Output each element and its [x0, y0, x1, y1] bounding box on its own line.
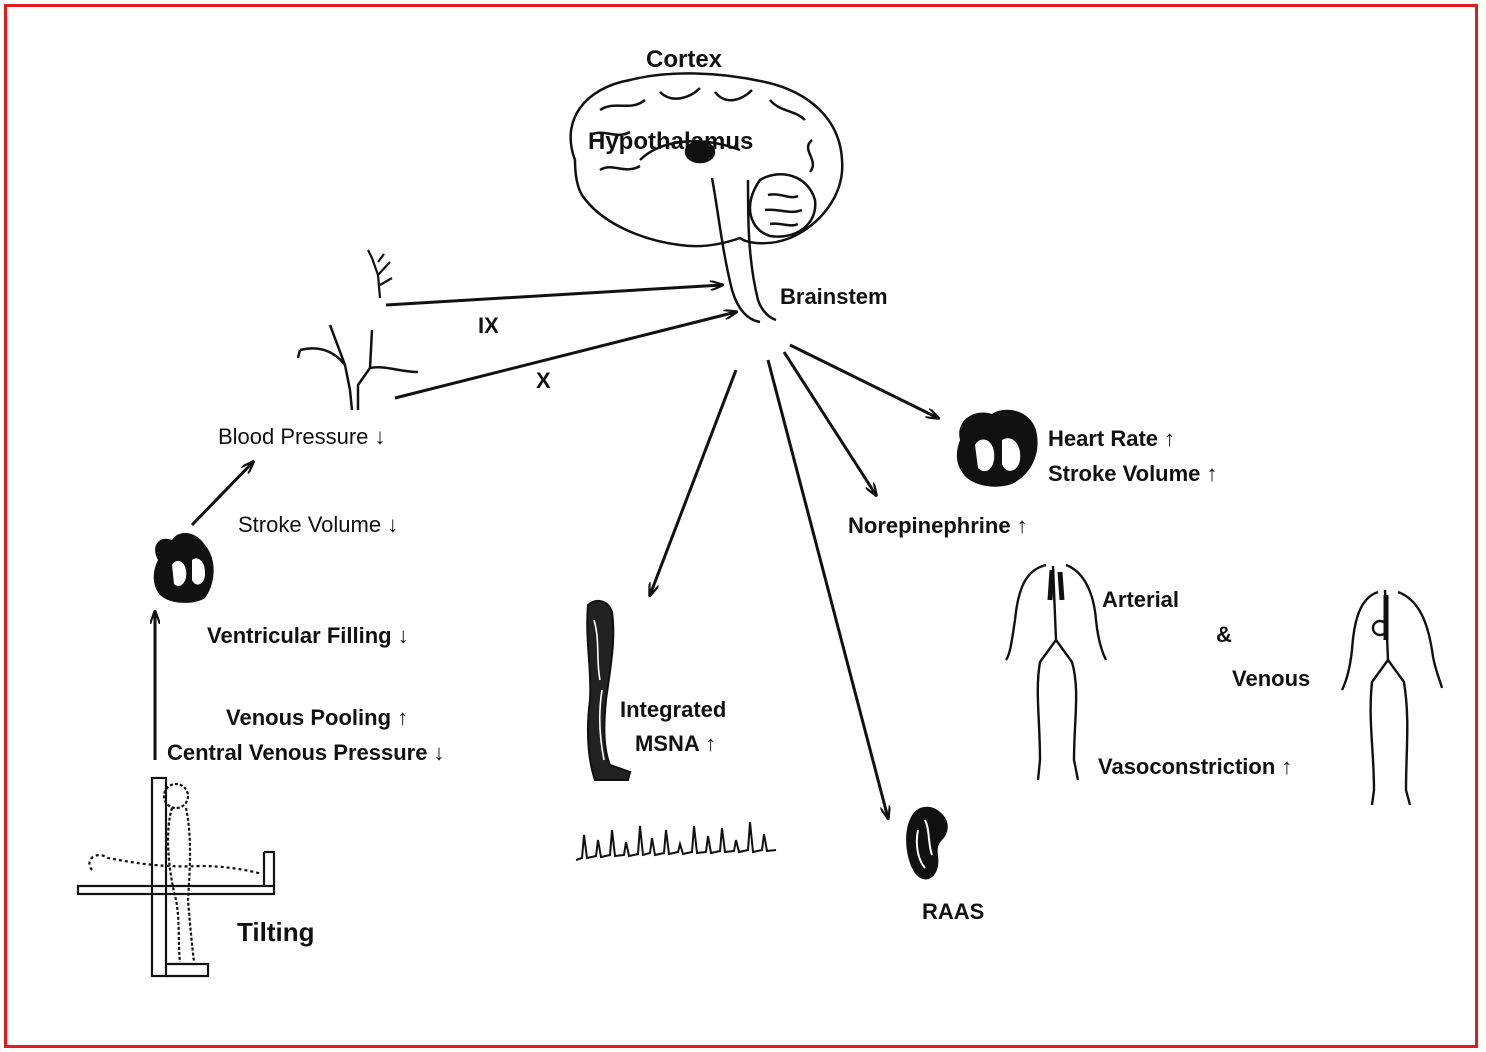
label-ventricular-filling: Ventricular Filling ↓	[207, 625, 409, 647]
label-msna: MSNA ↑	[635, 733, 716, 755]
label-hypothalamus: Hypothalamus	[588, 130, 753, 154]
label-norepinephrine: Norepinephrine ↑	[848, 515, 1028, 537]
arrow-to-heart	[790, 345, 938, 418]
label-cortex: Cortex	[646, 48, 722, 72]
leg-illustration	[587, 601, 630, 780]
kidney-illustration	[906, 807, 948, 880]
label-nerve-x: X	[536, 370, 551, 392]
heart-illustration-left	[154, 533, 214, 603]
label-tilting: Tilting	[237, 919, 315, 945]
carotid-sinus-illustration	[368, 250, 392, 298]
label-integrated: Integrated	[620, 699, 726, 721]
label-venous: Venous	[1232, 668, 1310, 690]
label-vasoconstriction: Vasoconstriction ↑	[1098, 756, 1292, 778]
venous-vascular-figure	[1342, 590, 1442, 805]
label-stroke-volume-up: Stroke Volume ↑	[1048, 463, 1218, 485]
arrow-ix	[386, 285, 722, 305]
label-blood-pressure: Blood Pressure ↓	[218, 426, 386, 448]
label-stroke-volume-down: Stroke Volume ↓	[238, 514, 398, 536]
arrow-to-msna	[650, 370, 736, 595]
arrow-x	[395, 312, 736, 398]
label-nerve-ix: IX	[478, 315, 499, 337]
label-raas: RAAS	[922, 901, 984, 923]
arrow-to-raas	[768, 360, 888, 818]
arterial-vascular-figure	[1006, 565, 1106, 780]
label-ampersand: &	[1216, 624, 1232, 646]
label-central-venous-pressure: Central Venous Pressure ↓	[167, 742, 445, 764]
msna-trace	[576, 822, 776, 860]
label-heart-rate: Heart Rate ↑	[1048, 428, 1175, 450]
heart-illustration-right	[957, 410, 1038, 487]
label-arterial: Arterial	[1102, 589, 1179, 611]
label-brainstem: Brainstem	[780, 286, 888, 308]
label-venous-pooling: Venous Pooling ↑	[226, 707, 408, 729]
